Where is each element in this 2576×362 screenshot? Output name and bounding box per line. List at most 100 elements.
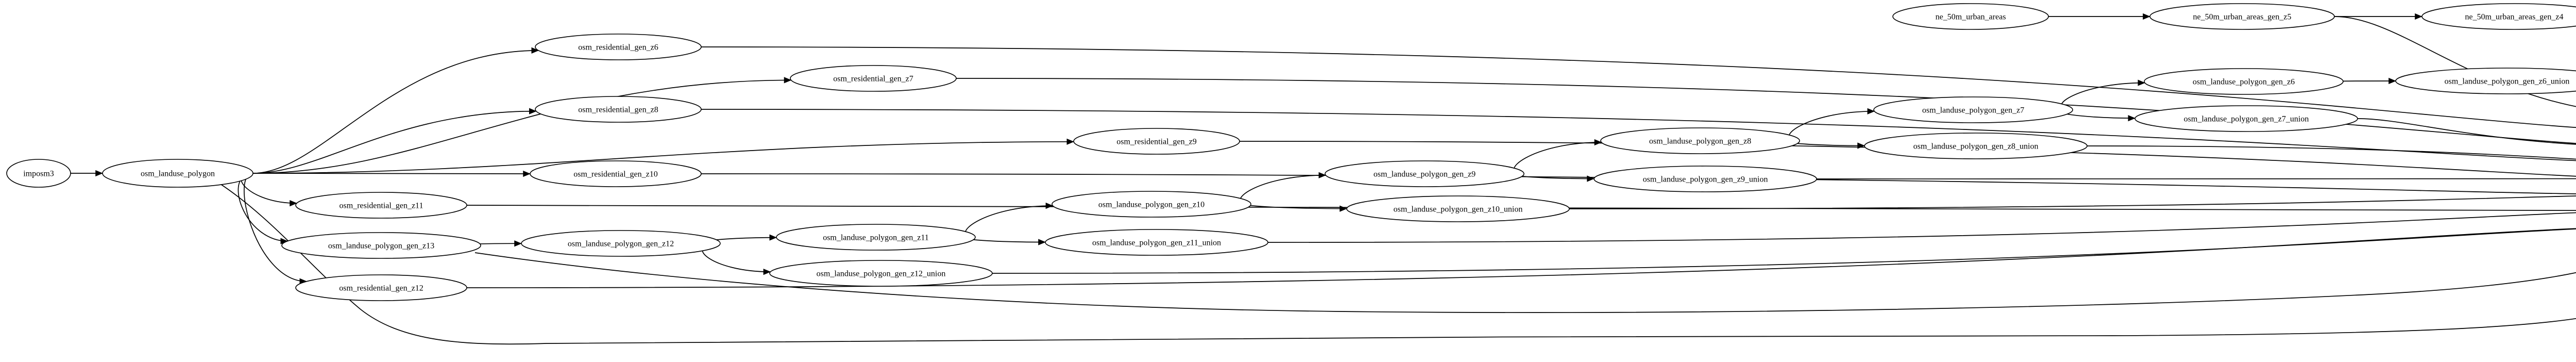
edge-osm_landuse_polygon-to-osm_residential_gen_z9 <box>252 138 1075 174</box>
node-osm-landuse-polygon-gen-z7: osm_landuse_polygon_gen_z7 <box>1873 96 2073 123</box>
osm-landuse-polygon-gen-z13-ellipse <box>281 232 481 259</box>
osm-landuse-polygon-gen-z6-label: osm_landuse_polygon_gen_z6 <box>2193 78 2295 87</box>
edge-osm_residential_gen_z6-to-landuse-row-z6 <box>701 46 2576 128</box>
osm-residential-gen-z7-ellipse <box>790 65 957 92</box>
edge-osm_landuse_polygon-to-osm_residential_gen_z8 <box>252 108 537 174</box>
osm-landuse-polygon-gen-z11-union-ellipse <box>1045 229 1268 256</box>
osm-landuse-polygon-gen-z7-union-label: osm_landuse_polygon_gen_z7_union <box>2184 115 2309 124</box>
osm-landuse-polygon-gen-z9-union-ellipse <box>1594 166 1817 192</box>
node-osm-residential-gen-z8: osm_residential_gen_z8 <box>535 96 702 123</box>
osm-landuse-polygon-gen-z9-union-label: osm_landuse_polygon_gen_z9_union <box>1643 175 1768 184</box>
edge-osm_landuse_polygon-to-osm_residential_gen_z10 <box>252 170 531 177</box>
osm-residential-gen-z9-ellipse <box>1073 128 1240 155</box>
edge-osm_landuse_polygon_gen_z11_union-to-landuse-row-z11 <box>1267 212 2576 243</box>
osm-landuse-polygon-gen-z11-label: osm_landuse_polygon_gen_z11 <box>823 234 929 242</box>
osm-residential-gen-z12-label: osm_residential_gen_z12 <box>339 284 423 293</box>
node-osm-landuse-polygon-gen-z7-union: osm_landuse_polygon_gen_z7_union <box>2134 105 2358 132</box>
ne-50m-urban-areas-gen-z5-label: ne_50m_urban_areas_gen_z5 <box>2193 13 2291 22</box>
edge-osm_landuse_polygon_gen_z11-to-osm_landuse_polygon_gen_z11_union <box>963 237 1046 245</box>
osm-residential-gen-z10-ellipse <box>530 160 702 187</box>
osm-residential-gen-z10-label: osm_residential_gen_z10 <box>573 170 658 179</box>
edge-osm_residential_gen_z10-to-landuse-row-z10 <box>701 173 2576 194</box>
osm-landuse-polygon-gen-z6-union-label: osm_landuse_polygon_gen_z6_union <box>2445 77 2570 86</box>
osm-landuse-polygon-gen-z8-ellipse <box>1600 127 1800 154</box>
ne-50m-urban-areas-label: ne_50m_urban_areas <box>1936 13 2006 22</box>
node-osm-landuse-polygon-gen-z12: osm_landuse_polygon_gen_z12 <box>521 230 721 257</box>
osm-residential-gen-z11-label: osm_residential_gen_z11 <box>340 202 423 210</box>
edge-osm_landuse_polygon_gen_z9-to-osm_landuse_polygon_gen_z8 <box>1513 139 1602 174</box>
osm-landuse-polygon-gen-z12-union-ellipse <box>769 260 993 287</box>
osm-residential-gen-z6-ellipse <box>535 34 702 60</box>
osm-landuse-polygon-gen-z13-label: osm_landuse_polygon_gen_z13 <box>328 242 434 251</box>
ne-50m-urban-areas-gen-z4-label: ne_50m_urban_areas_gen_z4 <box>2465 13 2563 22</box>
edge-osm_landuse_polygon_gen_z10-to-osm_landuse_polygon_gen_z10_union <box>1244 204 1347 212</box>
node-osm-landuse-polygon-gen-z12-union: osm_landuse_polygon_gen_z12_union <box>769 260 993 287</box>
edge-ne_50m_urban_areas_gen_z5-to-landuse-row-z5 <box>2334 16 2576 107</box>
edge-osm_landuse_polygon_gen_z11-to-osm_landuse_polygon_gen_z10 <box>964 202 1054 238</box>
node-osm-landuse-polygon: osm_landuse_polygon <box>102 159 253 188</box>
osm-landuse-polygon-gen-z11-ellipse <box>776 224 976 251</box>
node-osm-landuse-polygon-gen-z10-union: osm_landuse_polygon_gen_z10_union <box>1346 195 1570 222</box>
osm-landuse-polygon-gen-z10-union-label: osm_landuse_polygon_gen_z10_union <box>1394 205 1523 214</box>
node-osm-landuse-polygon-gen-z13: osm_landuse_polygon_gen_z13 <box>281 232 481 259</box>
osm-landuse-polygon-gen-z6-ellipse <box>2144 68 2344 95</box>
edge-osm_landuse_polygon-to-osm_residential_gen_z6 <box>252 47 539 174</box>
osm-landuse-polygon-gen-z7-label: osm_landuse_polygon_gen_z7 <box>1922 106 2024 115</box>
osm-landuse-polygon-gen-z12-union-label: osm_landuse_polygon_gen_z12_union <box>817 270 946 278</box>
node-osm-residential-gen-z9: osm_residential_gen_z9 <box>1073 128 1240 155</box>
osm-landuse-polygon-gen-z10-ellipse <box>1052 191 1251 218</box>
osm-residential-gen-z7-label: osm_residential_gen_z7 <box>833 75 913 84</box>
edge-osm_landuse_polygon_gen_z7_union-to-landuse-row-z7 <box>2357 118 2576 145</box>
osm-landuse-polygon-gen-z10-union-ellipse <box>1346 195 1570 222</box>
node-osm-landuse-polygon-gen-z9-union: osm_landuse_polygon_gen_z9_union <box>1594 166 1817 192</box>
osm-landuse-polygon-gen-z12-label: osm_landuse_polygon_gen_z12 <box>568 240 674 249</box>
osm-residential-gen-z6-label: osm_residential_gen_z6 <box>578 43 658 52</box>
node-ne-50m-urban-areas-gen-z4: ne_50m_urban_areas_gen_z4 <box>2421 3 2576 30</box>
osm-landuse-polygon-gen-z7-ellipse <box>1873 96 2073 123</box>
node-osm-landuse-polygon-gen-z8: osm_landuse_polygon_gen_z8 <box>1600 127 1800 154</box>
osm-landuse-polygon-gen-z10-label: osm_landuse_polygon_gen_z10 <box>1098 201 1205 209</box>
node-osm-residential-gen-z7: osm_residential_gen_z7 <box>790 65 957 92</box>
osm-residential-gen-z9-label: osm_residential_gen_z9 <box>1116 138 1197 146</box>
node-osm-residential-gen-z6: osm_residential_gen_z6 <box>535 34 702 60</box>
edge-osm_landuse_polygon_gen_z7-to-osm_landuse_polygon_gen_z6 <box>2061 79 2146 110</box>
osm-landuse-polygon-gen-z12-ellipse <box>521 230 721 257</box>
node-ne-50m-urban-areas: ne_50m_urban_areas <box>1892 3 2049 30</box>
node-osm-residential-gen-z12: osm_residential_gen_z12 <box>295 274 467 301</box>
edge-osm_landuse_polygon-to-osm_residential_gen_z12 <box>244 173 308 285</box>
edge-osm_landuse_polygon_gen_z10-to-osm_landuse_polygon_gen_z9 <box>1240 172 1327 205</box>
node-osm-landuse-polygon-gen-z9: osm_landuse_polygon_gen_z9 <box>1325 160 1524 187</box>
osm-landuse-polygon-label: osm_landuse_polygon <box>141 170 215 178</box>
edge-osm_residential_gen_z8-to-landuse-row-z8 <box>701 109 2576 161</box>
node-imposm3: imposm3 <box>6 159 71 188</box>
osm-landuse-polygon-gen-z8-label: osm_landuse_polygon_gen_z8 <box>1649 137 1751 146</box>
edge-osm_landuse_polygon-to-osm_residential_gen_z7 <box>252 77 792 174</box>
edge-osm_landuse_polygon_gen_z8_union-to-landuse-row-z8 <box>2087 145 2576 160</box>
ne-50m-urban-areas-ellipse <box>1892 3 2049 30</box>
ne-50m-urban-areas-gen-z4-ellipse <box>2421 3 2576 30</box>
node-osm-landuse-polygon-gen-z6: osm_landuse_polygon_gen_z6 <box>2144 68 2344 95</box>
osm-landuse-polygon-gen-z9-ellipse <box>1325 160 1524 187</box>
node-osm-landuse-polygon-gen-z11-union: osm_landuse_polygon_gen_z11_union <box>1045 229 1268 256</box>
osm-landuse-polygon-gen-z9-label: osm_landuse_polygon_gen_z9 <box>1374 170 1476 179</box>
osm-residential-gen-z8-ellipse <box>535 96 702 123</box>
node-osm-landuse-polygon-gen-z8-union: osm_landuse_polygon_gen_z8_union <box>1864 133 2088 159</box>
node-osm-landuse-polygon-gen-z11: osm_landuse_polygon_gen_z11 <box>776 224 976 251</box>
osm-landuse-polygon-gen-z11-union-label: osm_landuse_polygon_gen_z11_union <box>1092 239 1221 248</box>
node-osm-landuse-polygon-gen-z6-union: osm_landuse_polygon_gen_z6_union <box>2395 68 2576 94</box>
node-osm-residential-gen-z10: osm_residential_gen_z10 <box>530 160 702 187</box>
osm-landuse-polygon-gen-z8-union-ellipse <box>1864 133 2088 159</box>
imposm3-label: imposm3 <box>23 170 54 178</box>
node-osm-residential-gen-z11: osm_residential_gen_z11 <box>295 192 467 219</box>
osm-residential-gen-z11-ellipse <box>295 192 467 219</box>
osm-residential-gen-z8-label: osm_residential_gen_z8 <box>578 106 658 114</box>
osm-landuse-polygon-gen-z8-union-label: osm_landuse_polygon_gen_z8_union <box>1913 142 2039 151</box>
node-ne-50m-urban-areas-gen-z5: ne_50m_urban_areas_gen_z5 <box>2149 3 2335 30</box>
node-osm-landuse-polygon-gen-z10: osm_landuse_polygon_gen_z10 <box>1052 191 1251 218</box>
imposm3-ellipse <box>6 159 71 188</box>
osm-landuse-polygon-gen-z6-union-ellipse <box>2395 68 2576 94</box>
edge-osm_landuse_polygon_gen_z13-to-landuse-row-z13 <box>474 252 2576 313</box>
ne-50m-urban-areas-gen-z5-ellipse <box>2149 3 2335 30</box>
osm-landuse-polygon-ellipse <box>102 159 253 188</box>
